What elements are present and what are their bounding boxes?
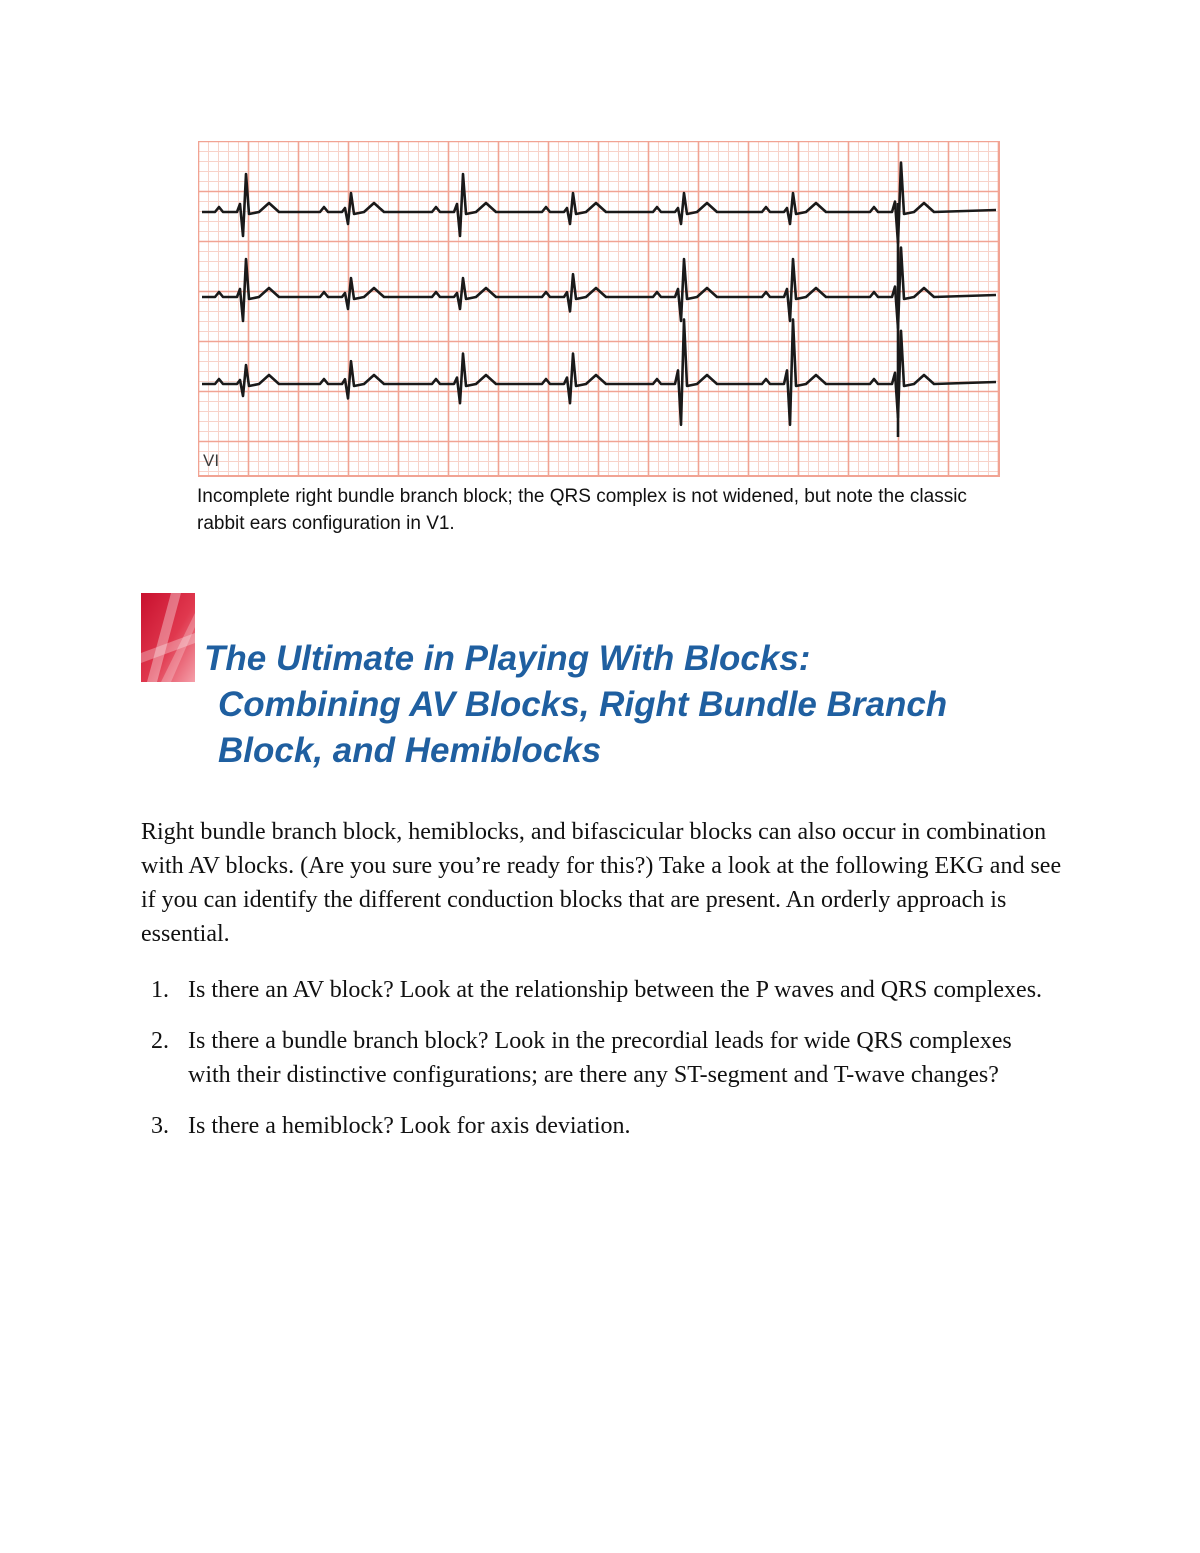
- ekg-strip-image: [198, 141, 1000, 477]
- section-title: The Ultimate in Playing With Blocks: Com…: [204, 636, 947, 774]
- list-item-text: Is there a bundle branch block? Look in …: [188, 1028, 1012, 1088]
- ekg-lead-label: VI: [203, 451, 220, 470]
- list-item: 2. Is there a bundle branch block? Look …: [141, 1024, 1051, 1092]
- section-title-line-3: Block, and Hemiblocks: [218, 731, 602, 770]
- figure-caption: Incomplete right bundle branch block; th…: [197, 486, 967, 534]
- ekg-strip-figure: VI: [198, 141, 1000, 477]
- list-item-text: Is there an AV block? Look at the relati…: [188, 977, 1043, 1003]
- list-item: 1. Is there an AV block? Look at the rel…: [141, 973, 1051, 1007]
- intro-paragraph: Right bundle branch block, hemiblocks, a…: [141, 819, 1062, 947]
- list-item-number: 3.: [151, 1113, 169, 1139]
- steps-list: 1. Is there an AV block? Look at the rel…: [141, 973, 1051, 1160]
- list-item-number: 1.: [151, 977, 169, 1003]
- list-item-text: Is there a hemiblock? Look for axis devi…: [188, 1113, 631, 1139]
- section-title-line-1: The Ultimate in Playing With Blocks:: [204, 639, 811, 678]
- section-title-line-2: Combining AV Blocks, Right Bundle Branch: [218, 685, 948, 724]
- list-item: 3. Is there a hemiblock? Look for axis d…: [141, 1109, 1051, 1143]
- red-chevron-section-icon: [141, 593, 195, 682]
- list-item-number: 2.: [151, 1028, 169, 1054]
